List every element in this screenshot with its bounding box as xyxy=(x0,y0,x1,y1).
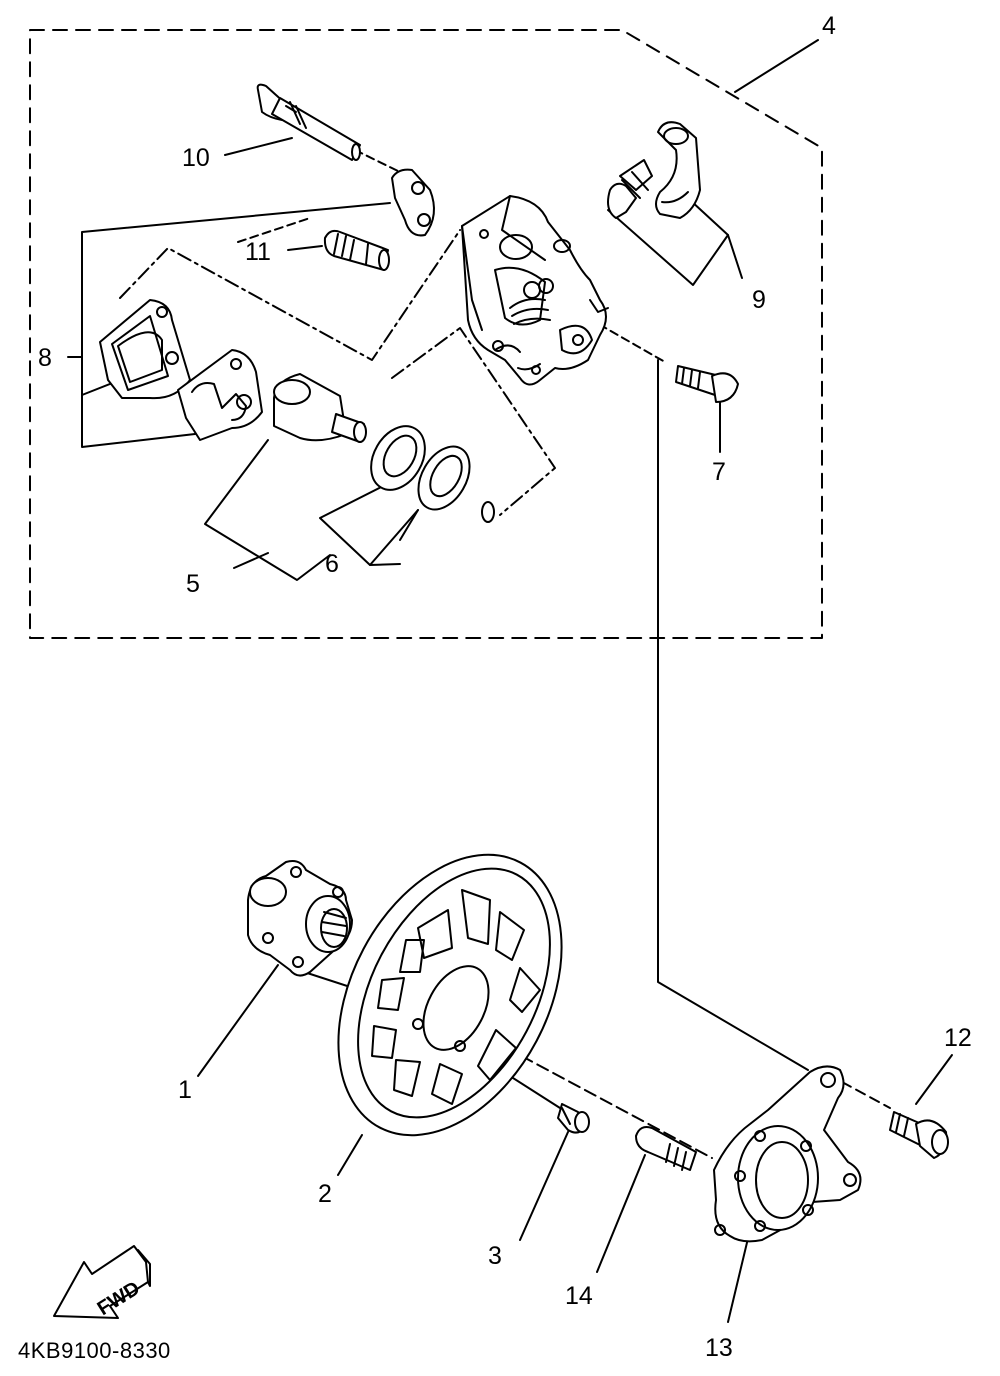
callout-1: 1 xyxy=(178,1076,192,1104)
bleed-cap-9 xyxy=(655,121,701,219)
callout-12: 12 xyxy=(944,1024,972,1052)
bolt-14 xyxy=(635,1126,697,1171)
bolt-10 xyxy=(256,83,361,161)
caliper-body xyxy=(461,195,609,386)
pin-11 xyxy=(323,229,390,271)
caliper-assembly-boundary xyxy=(29,29,823,639)
seal-6b xyxy=(417,445,471,511)
callout-9: 9 xyxy=(752,286,766,314)
pad-clip xyxy=(391,168,435,237)
callout-11: 11 xyxy=(245,238,271,266)
caliper-bracket-13 xyxy=(713,1065,862,1243)
fwd-arrow-icon xyxy=(53,1245,151,1319)
bolt-7 xyxy=(675,365,739,403)
callout-14: 14 xyxy=(565,1282,593,1310)
callout-13: 13 xyxy=(705,1334,733,1362)
pad-guide-outline xyxy=(119,229,461,361)
bleed-screw-9 xyxy=(607,159,653,219)
brake-disc-2 xyxy=(337,853,563,1137)
callout-5: 5 xyxy=(186,570,200,598)
seal-6a xyxy=(370,425,426,491)
callout-3: 3 xyxy=(488,1242,502,1270)
callout-7: 7 xyxy=(712,458,726,486)
piston-guide-outline xyxy=(391,327,556,516)
piston-5 xyxy=(273,373,367,443)
brake-pad-8-front xyxy=(99,299,191,400)
bolt-12 xyxy=(889,1111,949,1159)
brake-pad-8-rear xyxy=(177,349,263,441)
small-seal-6 xyxy=(481,501,495,523)
hub-1 xyxy=(247,860,353,977)
callout-10: 10 xyxy=(182,144,210,172)
callout-6: 6 xyxy=(325,550,339,578)
diagram-code: 4KB9100-8330 xyxy=(18,1338,171,1363)
callout-8: 8 xyxy=(38,344,52,372)
callout-4: 4 xyxy=(822,12,836,40)
callout-2: 2 xyxy=(318,1180,332,1208)
bolt-3 xyxy=(557,1103,590,1134)
